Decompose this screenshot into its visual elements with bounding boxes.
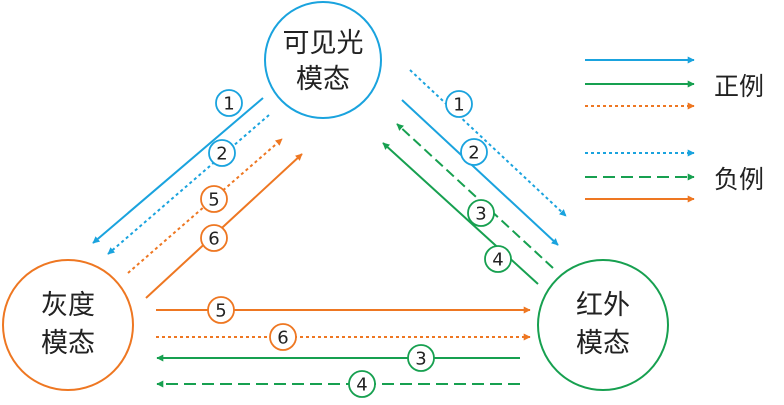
legend: 正例 负例: [585, 56, 764, 203]
node-visible-line1: 可见光: [283, 28, 364, 59]
node-infrared-modality: 红外 模态: [537, 259, 669, 391]
node-visible-modality: 可见光 模态: [264, 1, 382, 119]
badge-vis-gray-1: 1: [215, 89, 243, 117]
node-infrared-line2: 模态: [576, 328, 630, 359]
legend-negative-label: 负例: [714, 165, 764, 194]
node-gray-line2: 模态: [41, 328, 95, 359]
arrow-vis-gray-blue-solid: [92, 97, 264, 244]
arrow-ir-vis-green-dashed: [396, 123, 554, 269]
arrow-vis-ir-blue-solid: [401, 99, 559, 246]
badge-vis-ir-3: 3: [467, 199, 495, 227]
badge-vis-gray-6: 6: [200, 224, 228, 252]
node-infrared-line1: 红外: [576, 290, 630, 321]
badge-gray-ir-6: 6: [269, 323, 297, 351]
svg-text:5: 5: [208, 190, 219, 211]
arrow-gray-vis-orange-solid: [145, 153, 303, 299]
svg-text:6: 6: [277, 328, 288, 349]
badge-vis-gray-2: 2: [208, 139, 236, 167]
node-gray-modality: 灰度 模态: [2, 259, 134, 391]
svg-text:2: 2: [468, 143, 479, 164]
legend-positive-label: 正例: [714, 72, 764, 101]
svg-text:3: 3: [475, 204, 486, 225]
badge-gray-ir-3: 3: [407, 344, 435, 372]
node-gray-line1: 灰度: [41, 290, 95, 321]
node-visible-line2: 模态: [296, 64, 350, 95]
svg-text:4: 4: [356, 375, 367, 396]
svg-text:1: 1: [223, 94, 234, 115]
svg-text:5: 5: [215, 301, 226, 322]
svg-text:3: 3: [415, 349, 426, 370]
badge-vis-ir-1: 1: [445, 90, 473, 118]
badge-vis-gray-5: 5: [200, 185, 228, 213]
arrow-ir-vis-green-solid: [382, 142, 539, 285]
badge-gray-ir-4: 4: [348, 370, 376, 398]
svg-text:2: 2: [216, 144, 227, 165]
arrow-vis-ir-blue-dotted: [409, 69, 567, 217]
svg-text:4: 4: [492, 250, 503, 271]
svg-text:6: 6: [208, 229, 219, 250]
arrow-vis-gray-blue-dotted: [107, 114, 270, 255]
badge-gray-ir-5: 5: [207, 296, 235, 324]
badge-vis-ir-4: 4: [484, 245, 512, 273]
badge-vis-ir-2: 2: [460, 138, 488, 166]
svg-text:1: 1: [453, 95, 464, 116]
